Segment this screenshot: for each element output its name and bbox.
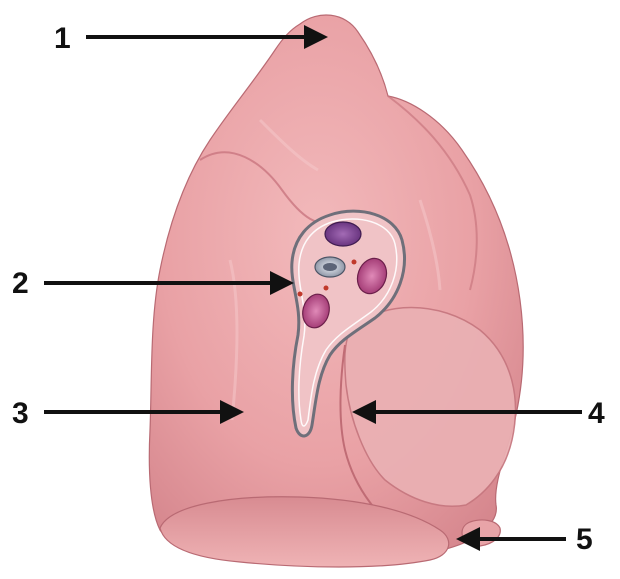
lymph-node-dot [352, 260, 357, 265]
label-2: 2 [12, 267, 29, 300]
pulmonary-artery [325, 222, 361, 246]
lymph-node-dot [324, 286, 329, 291]
label-1: 1 [54, 22, 71, 55]
label-5: 5 [576, 523, 593, 556]
lymph-node-dot [298, 292, 303, 297]
bronchus-lumen [323, 263, 337, 271]
label-4: 4 [588, 397, 605, 430]
label-3: 3 [12, 397, 29, 430]
